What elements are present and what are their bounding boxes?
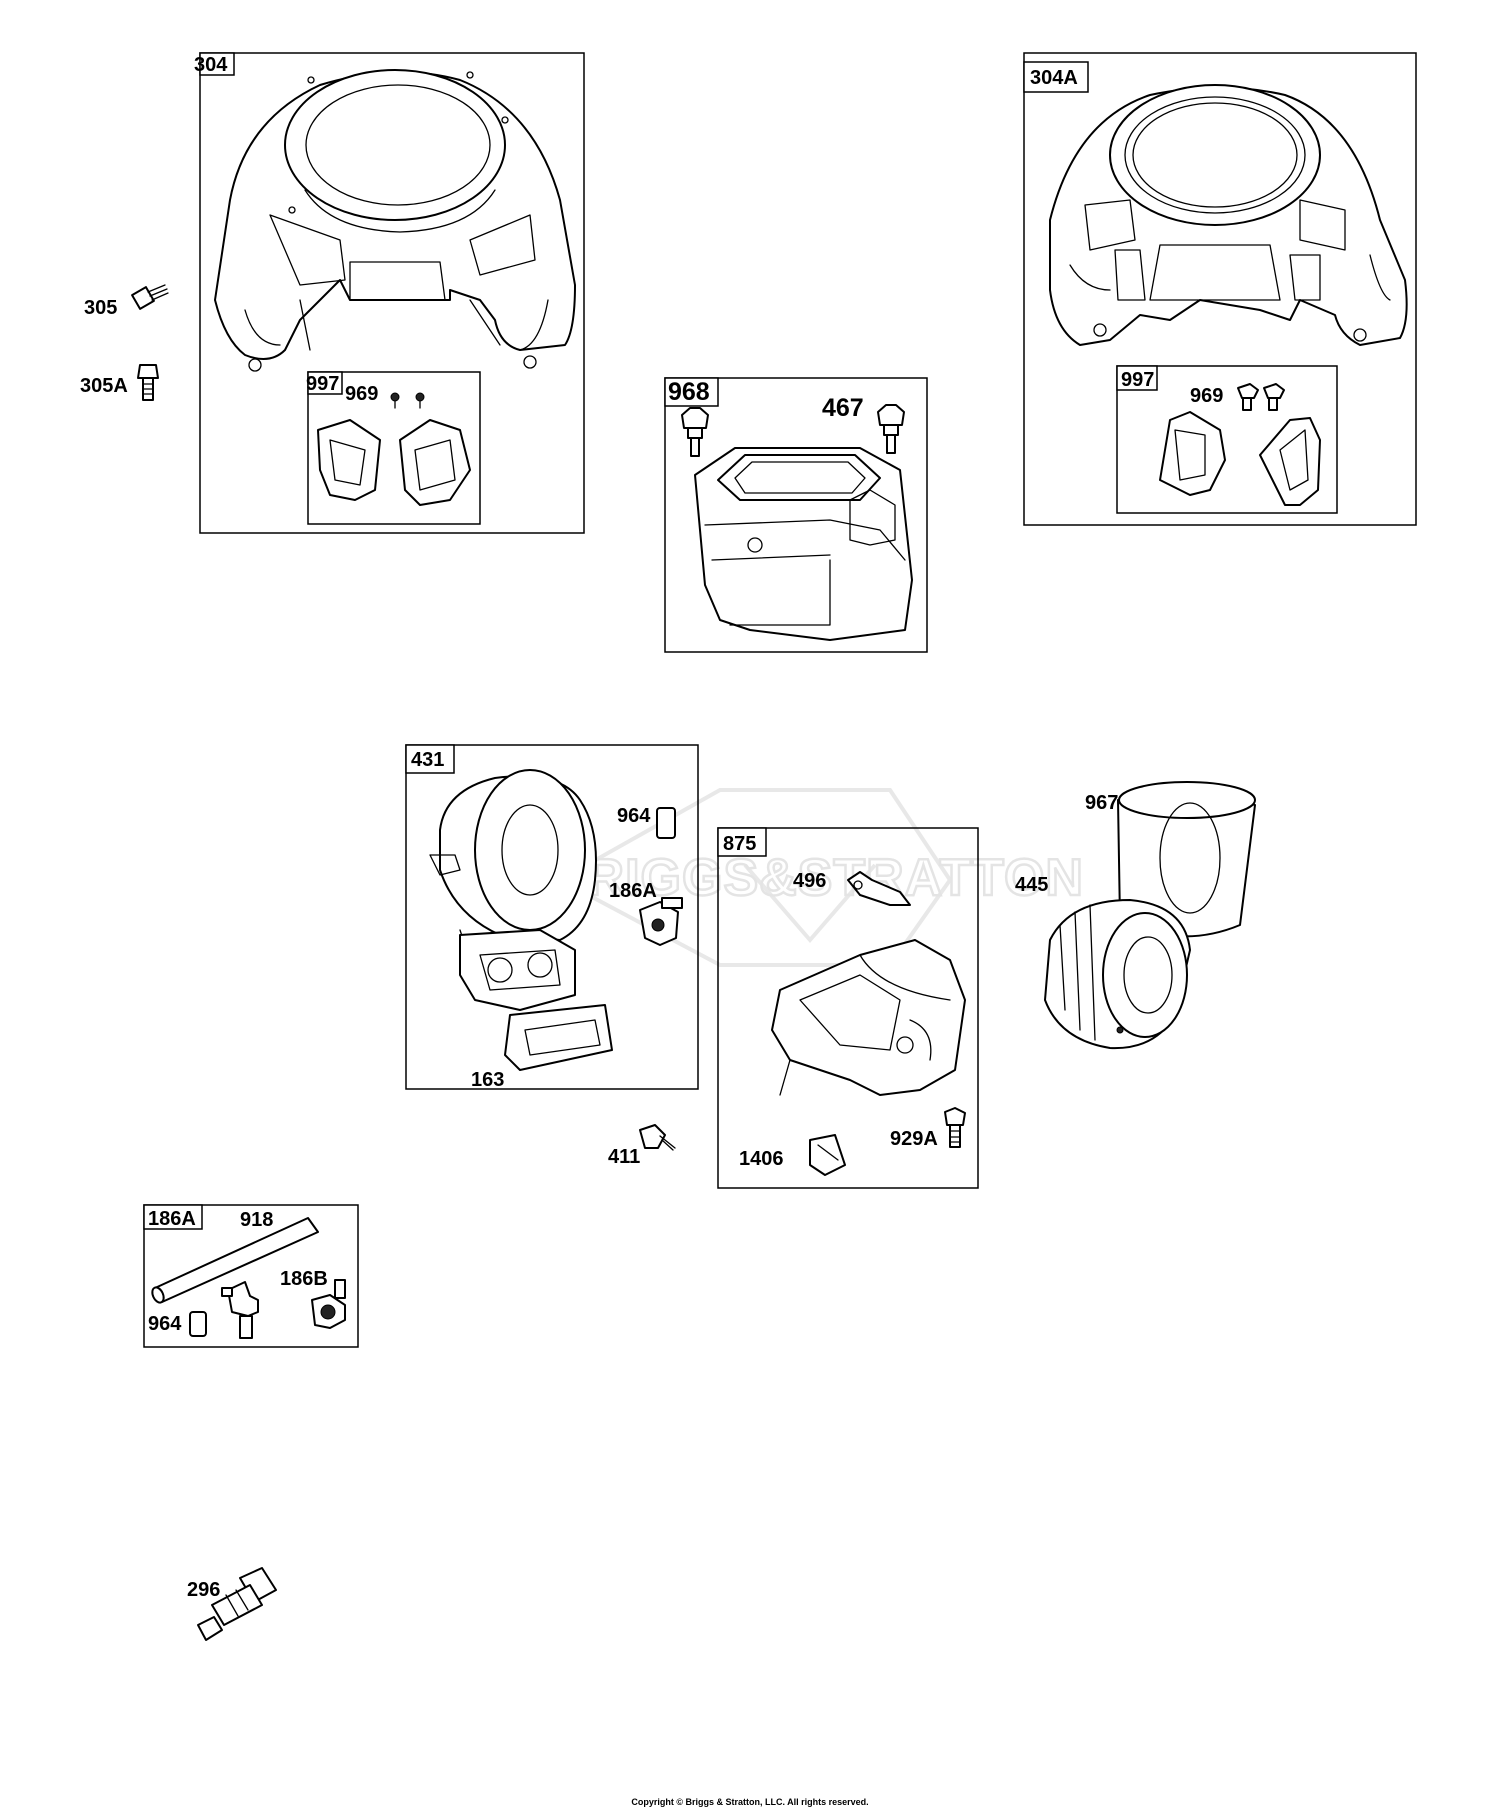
group-304-tag: 304 xyxy=(194,54,228,76)
fastener-icon xyxy=(681,404,905,457)
pre-cleaner-icon xyxy=(1117,781,1256,938)
air-cleaner-body-icon xyxy=(771,939,966,1096)
group-875: 875 496 929A 1406 xyxy=(717,827,979,1189)
baffle-icon xyxy=(1159,411,1321,506)
group-304A-sub-part: 969 xyxy=(1190,385,1223,407)
group-875-part-929A: 929A xyxy=(890,1128,938,1150)
group-431-part-186A: 186A xyxy=(609,880,657,902)
group-304A-frame xyxy=(1023,52,1417,526)
group-968-frame xyxy=(664,377,928,653)
part-445-label: 445 xyxy=(1015,874,1048,896)
fitting-icon xyxy=(221,1281,259,1339)
bolt-icon xyxy=(1237,383,1285,411)
group-304A-sub-tag: 997 xyxy=(1121,369,1154,391)
group-875-tag: 875 xyxy=(723,833,756,855)
copyright-text: Copyright © Briggs & Stratton, LLC. All … xyxy=(631,1797,869,1807)
group-304: 304 997 969 xyxy=(194,52,585,534)
part-411-label: 411 xyxy=(608,1146,640,1168)
group-186A-part-964: 964 xyxy=(148,1313,182,1335)
bracket-icon xyxy=(847,871,911,906)
part-967-label: 967 xyxy=(1085,792,1118,814)
watermark-text: BRIGGS&STRATTON xyxy=(548,849,1084,907)
group-968-tag: 968 xyxy=(668,378,710,406)
group-431-part-163: 163 xyxy=(471,1069,504,1091)
watermark-logo: BRIGGS&STRATTON xyxy=(547,788,1084,967)
group-304-sub-frame xyxy=(307,371,481,525)
group-431-tag: 431 xyxy=(411,749,444,771)
group-875-frame xyxy=(717,827,979,1189)
baffle-icon xyxy=(317,419,471,506)
group-875-part-496: 496 xyxy=(793,870,826,892)
air-filter-icon xyxy=(1044,899,1191,1050)
bolt-icon xyxy=(944,1107,966,1148)
adapter-tool-icon xyxy=(197,1567,277,1641)
bolt-icon xyxy=(131,284,169,310)
group-431-part-964: 964 xyxy=(617,805,651,827)
group-304A-sub-frame xyxy=(1116,365,1338,514)
part-305A-label: 305A xyxy=(80,375,128,397)
group-968: 968 467 xyxy=(664,377,928,653)
group-304-tag-box xyxy=(199,52,235,76)
group-186A-part-918: 918 xyxy=(240,1209,273,1231)
part-296-label: 296 xyxy=(187,1579,220,1601)
group-968-part: 467 xyxy=(822,394,864,422)
group-186A-part-186B: 186B xyxy=(280,1268,328,1290)
clip-icon xyxy=(809,1134,846,1176)
group-186A-frame xyxy=(143,1204,359,1348)
fitting-icon xyxy=(639,897,683,946)
group-304-sub-part: 969 xyxy=(345,383,378,405)
sleeve-icon xyxy=(656,807,676,839)
bolt-icon xyxy=(137,364,159,401)
group-304-sub-tag: 997 xyxy=(306,373,339,395)
air-cleaner-base-icon xyxy=(429,769,613,1071)
part-305-label: 305 xyxy=(84,297,117,319)
blower-housing-icon xyxy=(214,69,576,372)
air-cleaner-cover-icon xyxy=(694,447,913,641)
check-valve-icon xyxy=(311,1279,346,1329)
group-875-part-1406: 1406 xyxy=(739,1148,784,1170)
blower-housing-icon xyxy=(1049,84,1408,346)
screw-icon xyxy=(390,392,425,409)
group-431: 431 964 186A 163 xyxy=(405,744,699,1091)
group-186A: 186A 918 186B 964 xyxy=(143,1204,359,1348)
group-304-frame xyxy=(199,52,585,534)
hose-icon xyxy=(151,1217,319,1304)
group-431-frame xyxy=(405,744,699,1090)
bolt-icon xyxy=(639,1124,676,1151)
group-304A-tag: 304A xyxy=(1030,67,1078,89)
group-304A: 304A 997 969 xyxy=(1023,52,1417,526)
group-186A-tag: 186A xyxy=(148,1208,196,1230)
sleeve-icon xyxy=(189,1311,207,1337)
